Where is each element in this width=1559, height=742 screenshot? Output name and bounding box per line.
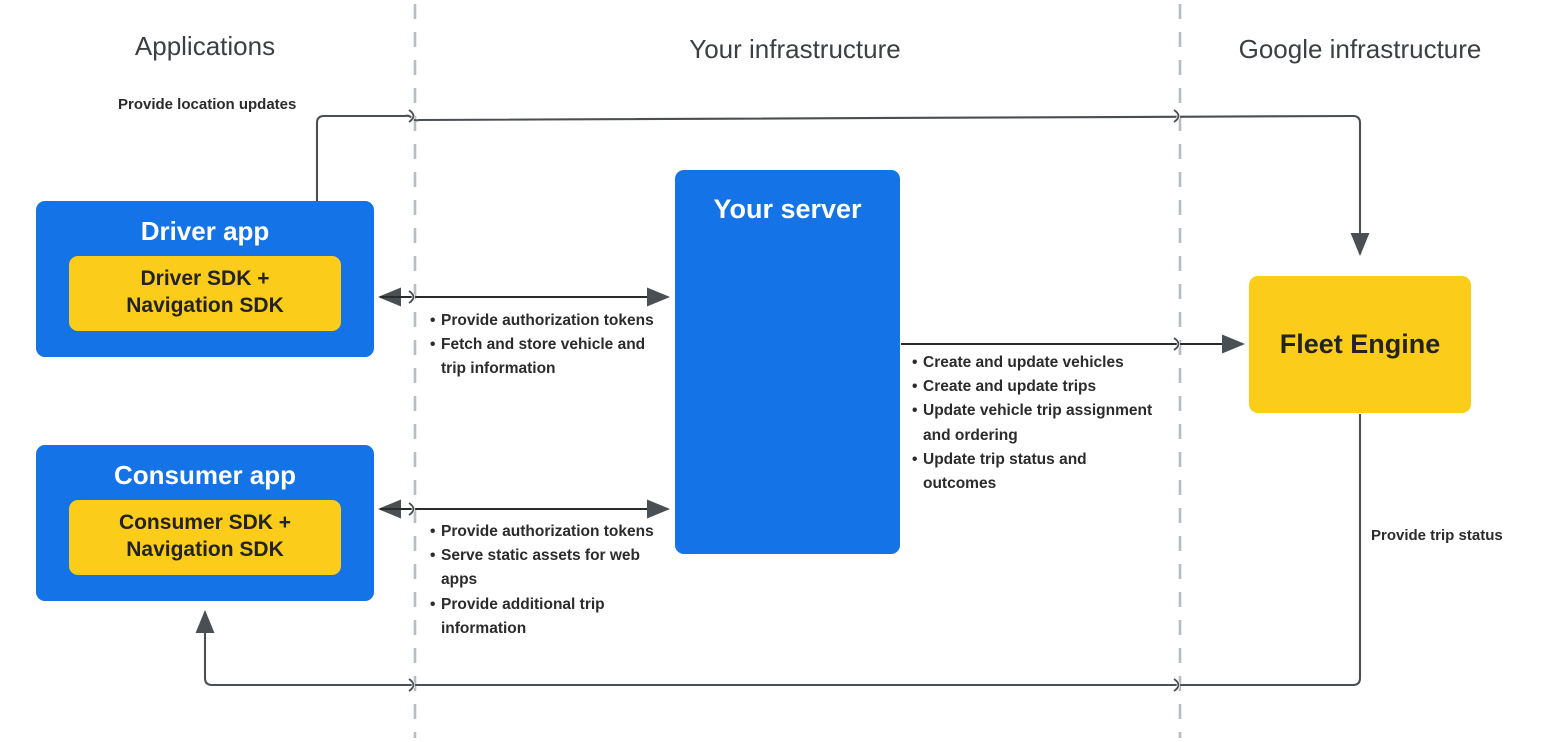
line-jump-top-left-arc (408, 109, 415, 123)
zone-title-applications: Applications (134, 31, 276, 61)
bullet-item: Serve static assets for web apps (430, 544, 655, 592)
consumer-sdk-box[interactable]: Consumer SDK + Navigation SDK (69, 499, 341, 575)
bullet-item: Update trip status and outcomes (912, 448, 1162, 496)
bullet-item: Create and update vehicles (912, 351, 1162, 375)
node-driver-app[interactable]: Driver app Driver SDK + Navigation SDK (36, 201, 374, 357)
node-your-server[interactable]: Your server (675, 170, 900, 554)
line-jump-bottom-left (407, 677, 416, 693)
bullet-item: Provide authorization tokens (430, 520, 655, 544)
line-jump-top-left (407, 108, 416, 124)
consumer-app-title: Consumer app (113, 460, 297, 490)
zone-title-google-infrastructure: Google infrastructure (1238, 34, 1482, 64)
line-jump-driver-arc (408, 290, 415, 304)
driver-app-title: Driver app (140, 216, 270, 246)
your-server-title: Your server (713, 194, 862, 224)
line-jump-top-right-arc (1173, 109, 1180, 123)
bullet-item: Provide additional trip information (430, 593, 655, 641)
node-fleet-engine[interactable]: Fleet Engine (1249, 276, 1471, 413)
node-consumer-app[interactable]: Consumer app Consumer SDK + Navigation S… (36, 445, 374, 601)
edge-label-location-updates: Provide location updates (118, 96, 297, 113)
line-jump-fleet-arc (1173, 337, 1180, 351)
line-jump-fleet (1172, 336, 1181, 352)
line-jump-driver (407, 289, 416, 305)
bullets-server-to-fleet-engine: Create and update vehicles Create and up… (912, 351, 1162, 496)
bullets-driver-to-server: Provide authorization tokens Fetch and s… (430, 309, 655, 382)
line-jump-top-right (1172, 108, 1181, 124)
line-jump-consumer-arc (408, 502, 415, 516)
driver-sdk-box[interactable]: Driver SDK + Navigation SDK (69, 255, 341, 331)
edge-label-trip-status: Provide trip status (1371, 527, 1503, 544)
line-jump-bottom-left-arc (408, 678, 415, 692)
bullet-item: Fetch and store vehicle and trip informa… (430, 333, 655, 381)
line-jump-consumer (407, 501, 416, 517)
bullet-item: Create and update trips (912, 375, 1162, 399)
zone-title-your-infrastructure: Your infrastructure (689, 34, 901, 64)
bullet-item: Provide authorization tokens (430, 309, 655, 333)
bullet-item: Update vehicle trip assignment and order… (912, 399, 1162, 447)
bullets-consumer-to-server: Provide authorization tokens Serve stati… (430, 520, 655, 641)
fleet-engine-title: Fleet Engine (1279, 329, 1441, 359)
line-jump-bottom-right-arc (1173, 678, 1180, 692)
line-jump-bottom-right (1172, 677, 1181, 693)
